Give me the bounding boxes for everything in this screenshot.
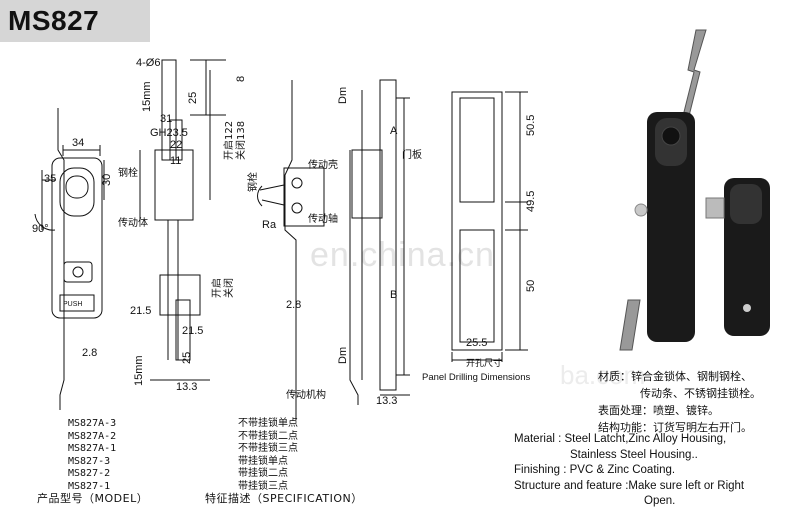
dim-50-5: 50.5: [525, 115, 537, 136]
dim-21-5-a: 21.5: [130, 305, 151, 317]
open-lower: 开启: [210, 278, 223, 298]
dim-22: 22: [170, 139, 182, 151]
panel-caption-en: Panel Drilling Dimensions: [422, 372, 531, 383]
cn-material-line1: 材质：锌合金锁体、钢制钢栓、: [598, 370, 752, 383]
dim-49-5: 49.5: [525, 191, 537, 212]
label-drive-shaft: 传动轴: [308, 212, 338, 225]
dim-13-3-b: 13.3: [376, 395, 397, 407]
spec-item: 带挂锁二点: [238, 468, 288, 480]
model-list: MS827A-3 MS827A-2 MS827A-1 MS827-3 MS827…: [68, 418, 116, 494]
front-housing: [51, 157, 103, 319]
angle-90: 90°: [32, 223, 49, 235]
dim-2-8-a: 2.8: [286, 299, 301, 311]
dim-15mm-bottom: 15mm: [133, 355, 145, 386]
dim-a: A: [390, 125, 398, 137]
label-drive-body: 传动体: [118, 217, 148, 229]
model-caption: 产品型号（MODEL）: [37, 492, 149, 505]
model-item: MS827A-3: [68, 418, 117, 429]
dim-50: 50: [525, 280, 537, 292]
spec-item: 带挂锁单点: [238, 455, 288, 467]
dim-b: B: [390, 289, 397, 301]
front-handle: [59, 167, 95, 217]
dim-15mm-top: 15mm: [141, 81, 153, 112]
dim-8: 8: [235, 76, 247, 82]
side-housing-1: [154, 149, 194, 221]
lock-body-large: [647, 112, 695, 342]
close-lower: 关闭: [222, 278, 235, 298]
label-ra: Ra: [262, 219, 277, 231]
door-panel-section: [379, 79, 397, 391]
label-mechanism: 传动机构: [286, 388, 326, 401]
en-material-line1: Material : Steel Latcht,Zinc Alloy Housi…: [514, 433, 727, 445]
spec-item: 不带挂锁单点: [238, 418, 298, 429]
spec-item: 带挂锁三点: [238, 480, 288, 492]
title-badge: MS827: [0, 0, 150, 42]
push-plate: [59, 294, 95, 312]
dim-25-top: 25: [187, 92, 199, 104]
holes-label: 4-Ø6: [136, 57, 160, 69]
watermark: en.china.cn: [310, 236, 495, 274]
cn-finish: 表面处理：喷塑、镀锌。: [598, 404, 719, 417]
model-item: MS827-1: [68, 480, 111, 492]
drive-shell: [283, 167, 325, 227]
label-door-panel: 门板: [402, 148, 422, 161]
spec-item: 不带挂锁三点: [238, 443, 298, 455]
label-steel-bolt-2: 钢栓: [246, 172, 259, 192]
panel-cutout: [451, 91, 503, 351]
drive-bar-right: [284, 80, 297, 420]
open-122: 开启122: [222, 121, 235, 160]
model-item: MS827A-1: [68, 443, 117, 455]
chinese-notes: 材质：锌合金锁体、钢制钢栓、 传动条、不锈钢挂锁栓。 表面处理：喷塑、镀锌。 结…: [598, 368, 761, 436]
spec-caption: 特征描述（SPECIFICATION）: [205, 492, 363, 505]
rotation-arc: [34, 213, 56, 231]
en-structure-line2: Open.: [644, 495, 676, 507]
en-structure-line1: Structure and feature :Make sure left or…: [514, 479, 745, 492]
english-notes: Material : Steel Latcht,Zinc Alloy Housi…: [514, 432, 744, 510]
dim-25-bottom: 25: [181, 352, 193, 364]
label-steel-bolt: 钢栓: [118, 166, 138, 179]
dim-30: 30: [101, 174, 113, 186]
en-material-line2: Stainless Steel Housing..: [570, 448, 698, 461]
dim-34: 34: [72, 137, 84, 149]
dim-21-5-b: 21.5: [182, 325, 203, 337]
spec-item: 不带挂锁二点: [238, 430, 298, 442]
dim-35: 35: [44, 173, 56, 185]
en-finish: Finishing : PVC & Zinc Coating.: [514, 464, 676, 476]
dim-25-5: 25.5: [466, 337, 487, 349]
dim-11: 11: [170, 155, 181, 167]
model-item: MS827A-2: [68, 430, 117, 442]
panel-caption-cn: 开孔尺寸: [466, 359, 503, 369]
close-138: 关闭138: [234, 121, 247, 160]
dm-top: Dm: [337, 87, 349, 104]
front-keyhole-plate: [63, 261, 93, 283]
model-item: MS827-2: [68, 468, 111, 480]
cn-structure: 结构功能：订货写明左右开门。: [598, 421, 752, 434]
cn-material-line2: 传动条、不锈钢挂锁栓。: [640, 387, 761, 400]
dim-2-8-b: 2.8: [82, 347, 97, 359]
model-item: MS827-3: [68, 455, 111, 467]
product-photo: [619, 29, 770, 351]
label-drive-shell: 传动壳: [308, 158, 338, 171]
dm-bottom: Dm: [337, 347, 349, 364]
push-label: PUSH: [63, 301, 82, 308]
dim-gh: GH23.5: [150, 127, 188, 139]
watermark-secondary: ba.com: [560, 360, 646, 390]
dim-13-3-a: 13.3: [176, 381, 197, 393]
spec-list: 不带挂锁单点 不带挂锁二点 不带挂锁三点 带挂锁单点 带挂锁二点 带挂锁三点: [238, 418, 298, 494]
model-title: MS827: [8, 5, 100, 36]
dim-31: 31: [160, 113, 172, 125]
